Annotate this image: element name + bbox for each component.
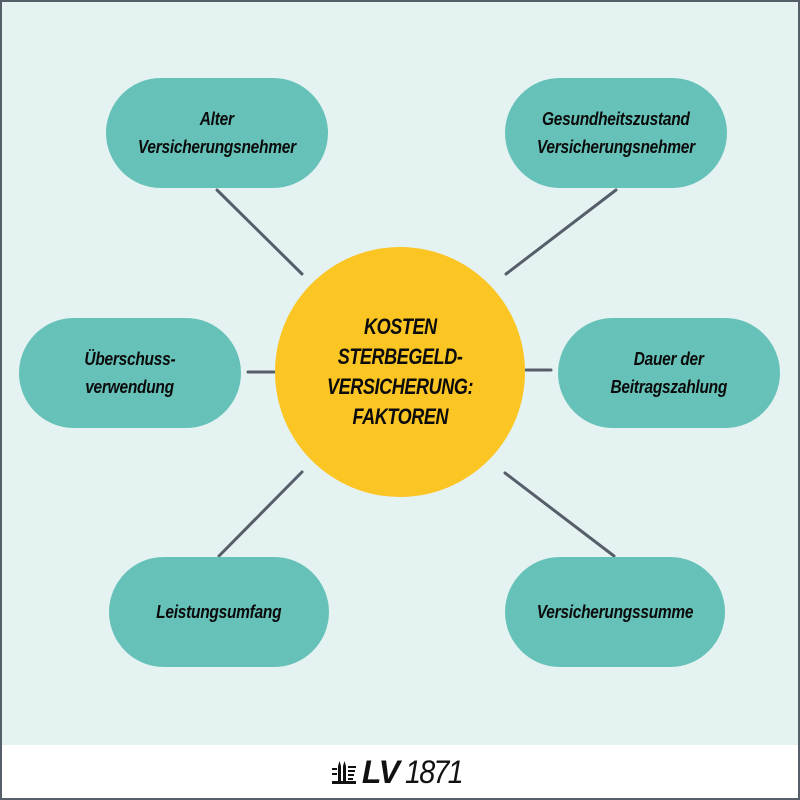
node-label: Alter [200,109,234,129]
footer-bar: LV 1871 [2,745,798,798]
center-title-line: VERSICHERUNG: [326,374,474,399]
node-label: verwendung [85,377,175,397]
center-title-line: KOSTEN [363,314,437,339]
node-versicherungssumme: Versicherungssumme [505,557,725,667]
node-label: Beitragszahlung [610,377,728,397]
logo-brand-text: LV [361,753,400,790]
lv1871-logo: LV 1871 [331,753,468,790]
church-towers-icon [331,760,356,784]
node-label: Leistungsumfang [156,602,282,622]
node-label: Versicherungssumme [536,602,694,622]
connector-top-left [215,188,304,276]
node-label: Dauer der [634,349,704,369]
center-title-line: STERBEGELD- [337,344,463,369]
node-label: Versicherungsnehmer [138,137,296,157]
node-gesundheitszustand: Gesundheitszustand Versicherungsnehmer [505,78,727,188]
node-label: Überschuss- [84,349,176,369]
node-leistungsumfang: Leistungsumfang [109,557,329,667]
center-topic-circle: KOSTEN STERBEGELD- VERSICHERUNG: FAKTORE… [275,247,525,497]
diagram-canvas: KOSTEN STERBEGELD- VERSICHERUNG: FAKTORE… [2,2,798,745]
connector-bottom-left [217,470,304,558]
center-title-line: FAKTOREN [352,404,448,429]
node-ueberschussverwendung: Überschuss- verwendung [19,318,241,428]
node-label: Gesundheitszustand [542,109,690,129]
connector-top-right [504,188,618,276]
node-label: Versicherungsnehmer [537,137,695,157]
connector-bottom-right [503,471,616,558]
node-alter-versicherungsnehmer: Alter Versicherungsnehmer [106,78,328,188]
node-dauer-der-beitragszahlung: Dauer der Beitragszahlung [558,318,780,428]
logo-year-text: 1871 [404,753,464,790]
